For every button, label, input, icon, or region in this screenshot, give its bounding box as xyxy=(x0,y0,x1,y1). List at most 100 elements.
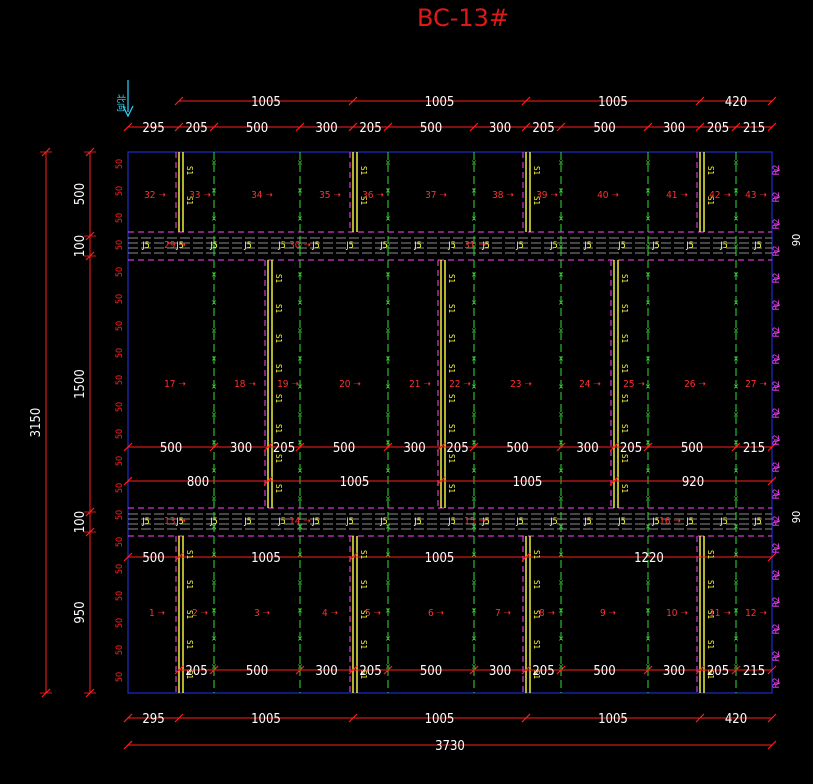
panel-number: 34 ➝ xyxy=(251,190,273,201)
inner-height-dim-value: 950 xyxy=(73,601,88,623)
panel-number: 38 ➝ xyxy=(492,190,514,201)
dimension-tick xyxy=(731,442,741,452)
dimension-tick xyxy=(556,665,566,675)
joist-mark: × xyxy=(645,186,651,195)
joist-mark: × xyxy=(211,382,217,391)
rebar-label: R2 xyxy=(772,543,782,554)
mid-dim-c-value: 1005 xyxy=(251,551,281,566)
mid-dim-d-value: 500 xyxy=(593,664,615,679)
mid-dim-a-value: 205 xyxy=(620,441,642,456)
beam-label: S1 xyxy=(185,166,194,175)
mid-dim-d-value: 215 xyxy=(743,664,765,679)
beam-label: S1 xyxy=(706,166,715,175)
beam-label: S1 xyxy=(359,550,368,559)
joist-label: J5 xyxy=(243,517,252,527)
top-sub-dim-value: 205 xyxy=(707,121,729,136)
joist-label: J5 xyxy=(447,241,456,251)
rebar-label: R2 xyxy=(772,381,782,392)
joist-mark: × xyxy=(645,466,651,475)
beam-label: S1 xyxy=(706,550,715,559)
mid-dim-c-value: 1220 xyxy=(634,551,664,566)
north-label: 北向 xyxy=(115,94,127,112)
mid-dim-b-value: 1005 xyxy=(340,475,370,490)
joist-mark: × xyxy=(471,578,477,587)
joist-mark: × xyxy=(211,606,217,615)
joist-mark: × xyxy=(211,466,217,475)
beam-label: S1 xyxy=(359,670,368,679)
dimension-tick xyxy=(767,96,777,106)
joist-label: J5 xyxy=(141,241,150,251)
panel-frame xyxy=(127,151,773,694)
joist-mark: × xyxy=(471,522,477,531)
joist-mark: × xyxy=(385,242,391,251)
joist-mark: × xyxy=(471,494,477,503)
mid-dim-d-value: 300 xyxy=(489,664,511,679)
joist-mark: × xyxy=(558,550,564,559)
rebar-label: R2 xyxy=(772,192,782,203)
joist-label: J5 xyxy=(379,517,388,527)
panel-number: 8 ➝ xyxy=(539,608,556,619)
dimension-tick xyxy=(521,122,531,132)
joist-mark: × xyxy=(645,158,651,167)
joist-mark: × xyxy=(211,578,217,587)
joist-mark: × xyxy=(558,354,564,363)
joist-mark: × xyxy=(471,270,477,279)
joist-mark: × xyxy=(385,522,391,531)
beam-label: S1 xyxy=(620,454,629,463)
joist-label: J5 xyxy=(243,241,252,251)
rebar-label: R2 xyxy=(772,246,782,257)
rebar-label: R2 xyxy=(772,489,782,500)
joist-mark: × xyxy=(211,298,217,307)
spacing-label: 50 xyxy=(115,186,125,196)
joist-label: J5 xyxy=(685,241,694,251)
dimension-tick xyxy=(348,665,358,675)
rebar-label: R2 xyxy=(772,300,782,311)
joist-label: J5 xyxy=(413,517,422,527)
dimension-tick xyxy=(643,665,653,675)
mid-dim-a-value: 300 xyxy=(576,441,598,456)
joist-mark: × xyxy=(385,354,391,363)
beam-label: S1 xyxy=(185,550,194,559)
joist-label: J5 xyxy=(345,517,354,527)
joist-mark: × xyxy=(645,578,651,587)
joist-label: J5 xyxy=(719,241,728,251)
joist-label: J5 xyxy=(617,517,626,527)
dimension-tick xyxy=(695,96,705,106)
joist-mark: × xyxy=(733,242,739,251)
joist-mark: × xyxy=(558,326,564,335)
beam-label: S1 xyxy=(185,610,194,619)
inner-height-dim-value: 100 xyxy=(73,511,88,533)
spacing-label: 50 xyxy=(115,294,125,304)
dimension-tick xyxy=(767,740,777,750)
beam-label: S1 xyxy=(706,580,715,589)
joist-mark: × xyxy=(645,662,651,671)
beam-label: S1 xyxy=(185,580,194,589)
panel-number: 40 ➝ xyxy=(597,190,619,201)
joist-label: J5 xyxy=(175,241,184,251)
joist-mark: × xyxy=(297,326,303,335)
dimension-tick xyxy=(469,122,479,132)
joist-mark: × xyxy=(645,606,651,615)
top-sub-dim-value: 295 xyxy=(142,121,164,136)
dimension-tick xyxy=(383,442,393,452)
dimension-tick xyxy=(643,122,653,132)
joist-label: J5 xyxy=(379,241,388,251)
joist-mark: × xyxy=(385,662,391,671)
joist-label: J5 xyxy=(651,517,660,527)
joist-mark: × xyxy=(297,354,303,363)
top-dim-value: 1005 xyxy=(425,95,455,110)
panel-number: 43 ➝ xyxy=(745,190,767,201)
rebar-label: R2 xyxy=(772,327,782,338)
joist-mark: × xyxy=(733,606,739,615)
joist-mark: × xyxy=(297,186,303,195)
joist-mark: × xyxy=(733,270,739,279)
rebar-label: R2 xyxy=(772,435,782,446)
beam-label: S1 xyxy=(359,610,368,619)
joist-mark: × xyxy=(558,522,564,531)
dimension-tick xyxy=(348,713,358,723)
joist-mark: × xyxy=(471,214,477,223)
top-sub-dim-value: 205 xyxy=(185,121,207,136)
dimension-tick xyxy=(348,122,358,132)
spacing-label: 50 xyxy=(115,402,125,412)
dimension-tick xyxy=(767,442,777,452)
